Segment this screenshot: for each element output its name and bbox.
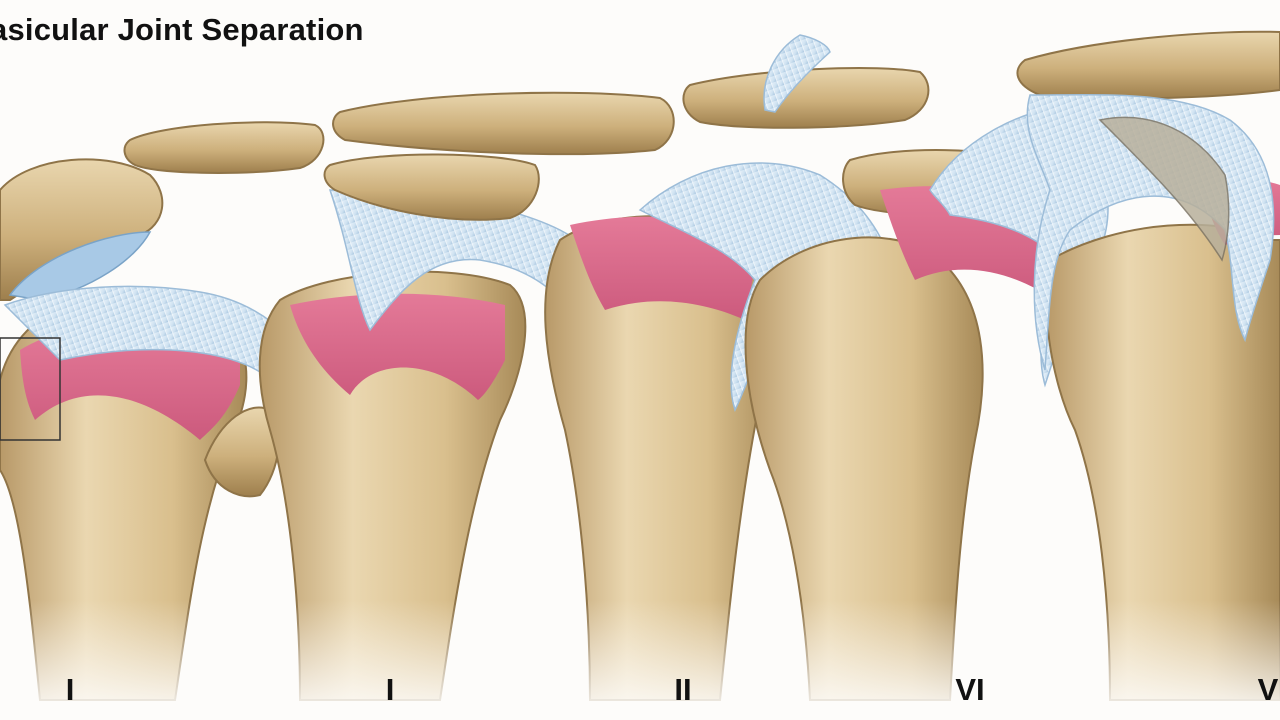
stage-5-illustration — [1016, 30, 1280, 701]
grade-label-1: I — [65, 672, 75, 707]
diagram-title: asicular Joint Separation — [0, 12, 364, 47]
grade-label-4: VI — [955, 672, 985, 707]
torn-flap-5 — [1098, 116, 1230, 262]
grade-label-2: I — [385, 672, 395, 707]
torn-ligament-3 — [763, 34, 831, 113]
bottom-fade — [0, 600, 1280, 720]
inset-box — [0, 337, 61, 441]
humerus-5 — [1045, 223, 1280, 701]
clavicle-3 — [682, 67, 930, 129]
grade-label-3: II — [674, 672, 692, 707]
cartilage-2 — [290, 293, 505, 400]
clavicle-5 — [1016, 30, 1280, 100]
stage-3-illustration — [544, 34, 930, 701]
clavicle-2a — [332, 91, 675, 156]
stage-2-illustration — [203, 91, 675, 701]
grade-label-5: V — [1257, 672, 1279, 707]
clavicle-2b — [323, 153, 540, 221]
clavicle-1 — [123, 121, 325, 174]
